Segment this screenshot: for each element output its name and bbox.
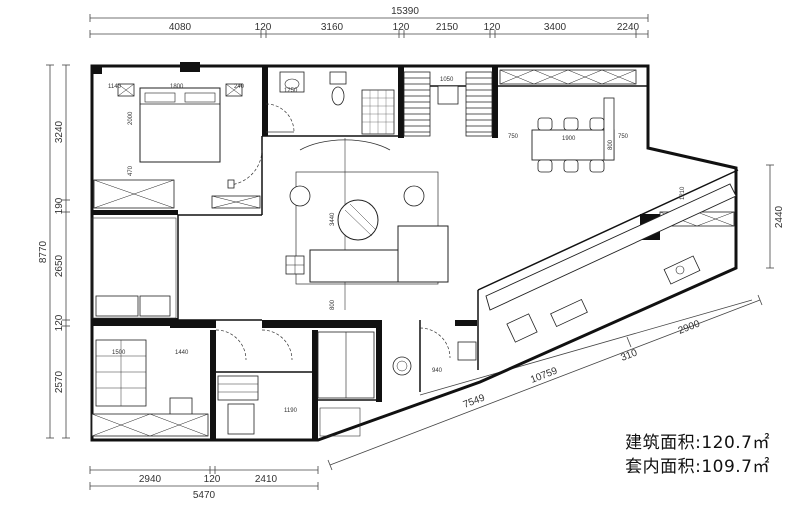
interior-walls: [177, 85, 739, 401]
dining-dim-right: 750: [618, 134, 629, 140]
bottom-dimension-segments: 2940 120 2410: [89, 466, 319, 485]
diag-seg-2: 2900: [677, 318, 702, 336]
top-seg-5: 2150: [436, 22, 459, 33]
top-seg-2: 120: [255, 22, 272, 33]
top-total-dim: 15390: [391, 6, 419, 17]
dining-area: 750 1900 750 800: [499, 69, 637, 173]
top-dimension-segments: 4080 120 3160 120 2150 120 3400 2240: [89, 22, 649, 38]
walk-in-closet: 1050: [403, 71, 493, 137]
dining-dim-vert: 800: [608, 139, 614, 150]
master-bathroom: 1250: [265, 71, 395, 135]
wall-solid-blocks: [92, 62, 660, 440]
dining-dim-table: 1900: [562, 136, 576, 142]
top-seg-7: 3400: [544, 22, 567, 33]
dining-dim-left: 750: [508, 134, 519, 140]
left-seg-1: 3240: [54, 120, 65, 143]
gross-area-label: 建筑面积:120.7㎡: [625, 428, 770, 453]
bed-dim-vert: 2000: [128, 111, 134, 125]
second-bathroom: 1190: [217, 329, 298, 435]
room3-dim: 1190: [284, 408, 298, 414]
top-seg-8: 2240: [617, 22, 640, 33]
top-seg-4: 120: [393, 22, 410, 33]
left-seg-5: 2570: [54, 370, 65, 393]
exterior-walls: [90, 64, 738, 442]
bed-dim-mid: 1800: [170, 84, 184, 90]
kitchen-small-dim: 940: [432, 368, 443, 374]
bottom-seg-2: 120: [204, 474, 221, 485]
closet-dim: 1050: [440, 77, 454, 83]
bottom-total-dim: 5470: [193, 490, 216, 501]
bed-dim-lower: 470: [128, 165, 134, 176]
room2-dim-a: 1500: [112, 350, 126, 356]
living-dim-lower: 800: [330, 299, 336, 310]
top-seg-6: 120: [484, 22, 501, 33]
master-bedroom: 1140 1800 240 2000 470: [93, 83, 263, 209]
bath-dim: 1250: [284, 88, 298, 94]
bedroom-2: 1500 1440: [91, 217, 247, 437]
bed-dim-right: 240: [234, 84, 245, 90]
kitchen: [485, 183, 737, 343]
bedroom-3: 940: [317, 327, 477, 437]
net-area-title: 套内面积:: [625, 457, 702, 477]
left-seg-2: 190: [54, 197, 65, 214]
top-dimension-total: 15390: [89, 6, 649, 22]
net-area-value: 109.7㎡: [701, 457, 770, 477]
diag-length-1: 7549: [462, 392, 487, 410]
top-seg-1: 4080: [169, 22, 192, 33]
diag-seg-1: 310: [619, 347, 639, 363]
net-area-label: 套内面积:109.7㎡: [625, 452, 770, 477]
left-dimension-segments: 3240 190 2650 120 2570: [54, 64, 70, 439]
left-dimension-total: 8770: [38, 64, 54, 439]
balcony-dim: 1210: [680, 186, 686, 200]
right-seg: 2440: [774, 205, 785, 228]
room2-dim-b: 1440: [175, 350, 189, 356]
living-dim-vert: 3440: [330, 212, 336, 226]
bottom-seg-1: 2940: [139, 474, 162, 485]
gross-area-title: 建筑面积:: [625, 433, 702, 453]
right-dimension: 2440: [766, 164, 785, 269]
gross-area-value: 120.7㎡: [701, 433, 770, 453]
top-seg-3: 3160: [321, 22, 344, 33]
left-total-dim: 8770: [38, 240, 49, 263]
left-seg-3: 2650: [54, 254, 65, 277]
living-room: 3440 800: [285, 138, 449, 310]
bed-dim-left: 1140: [108, 84, 122, 90]
bottom-seg-3: 2410: [255, 474, 278, 485]
bottom-dimension-total: 5470: [89, 482, 319, 501]
left-seg-4: 120: [54, 314, 65, 331]
